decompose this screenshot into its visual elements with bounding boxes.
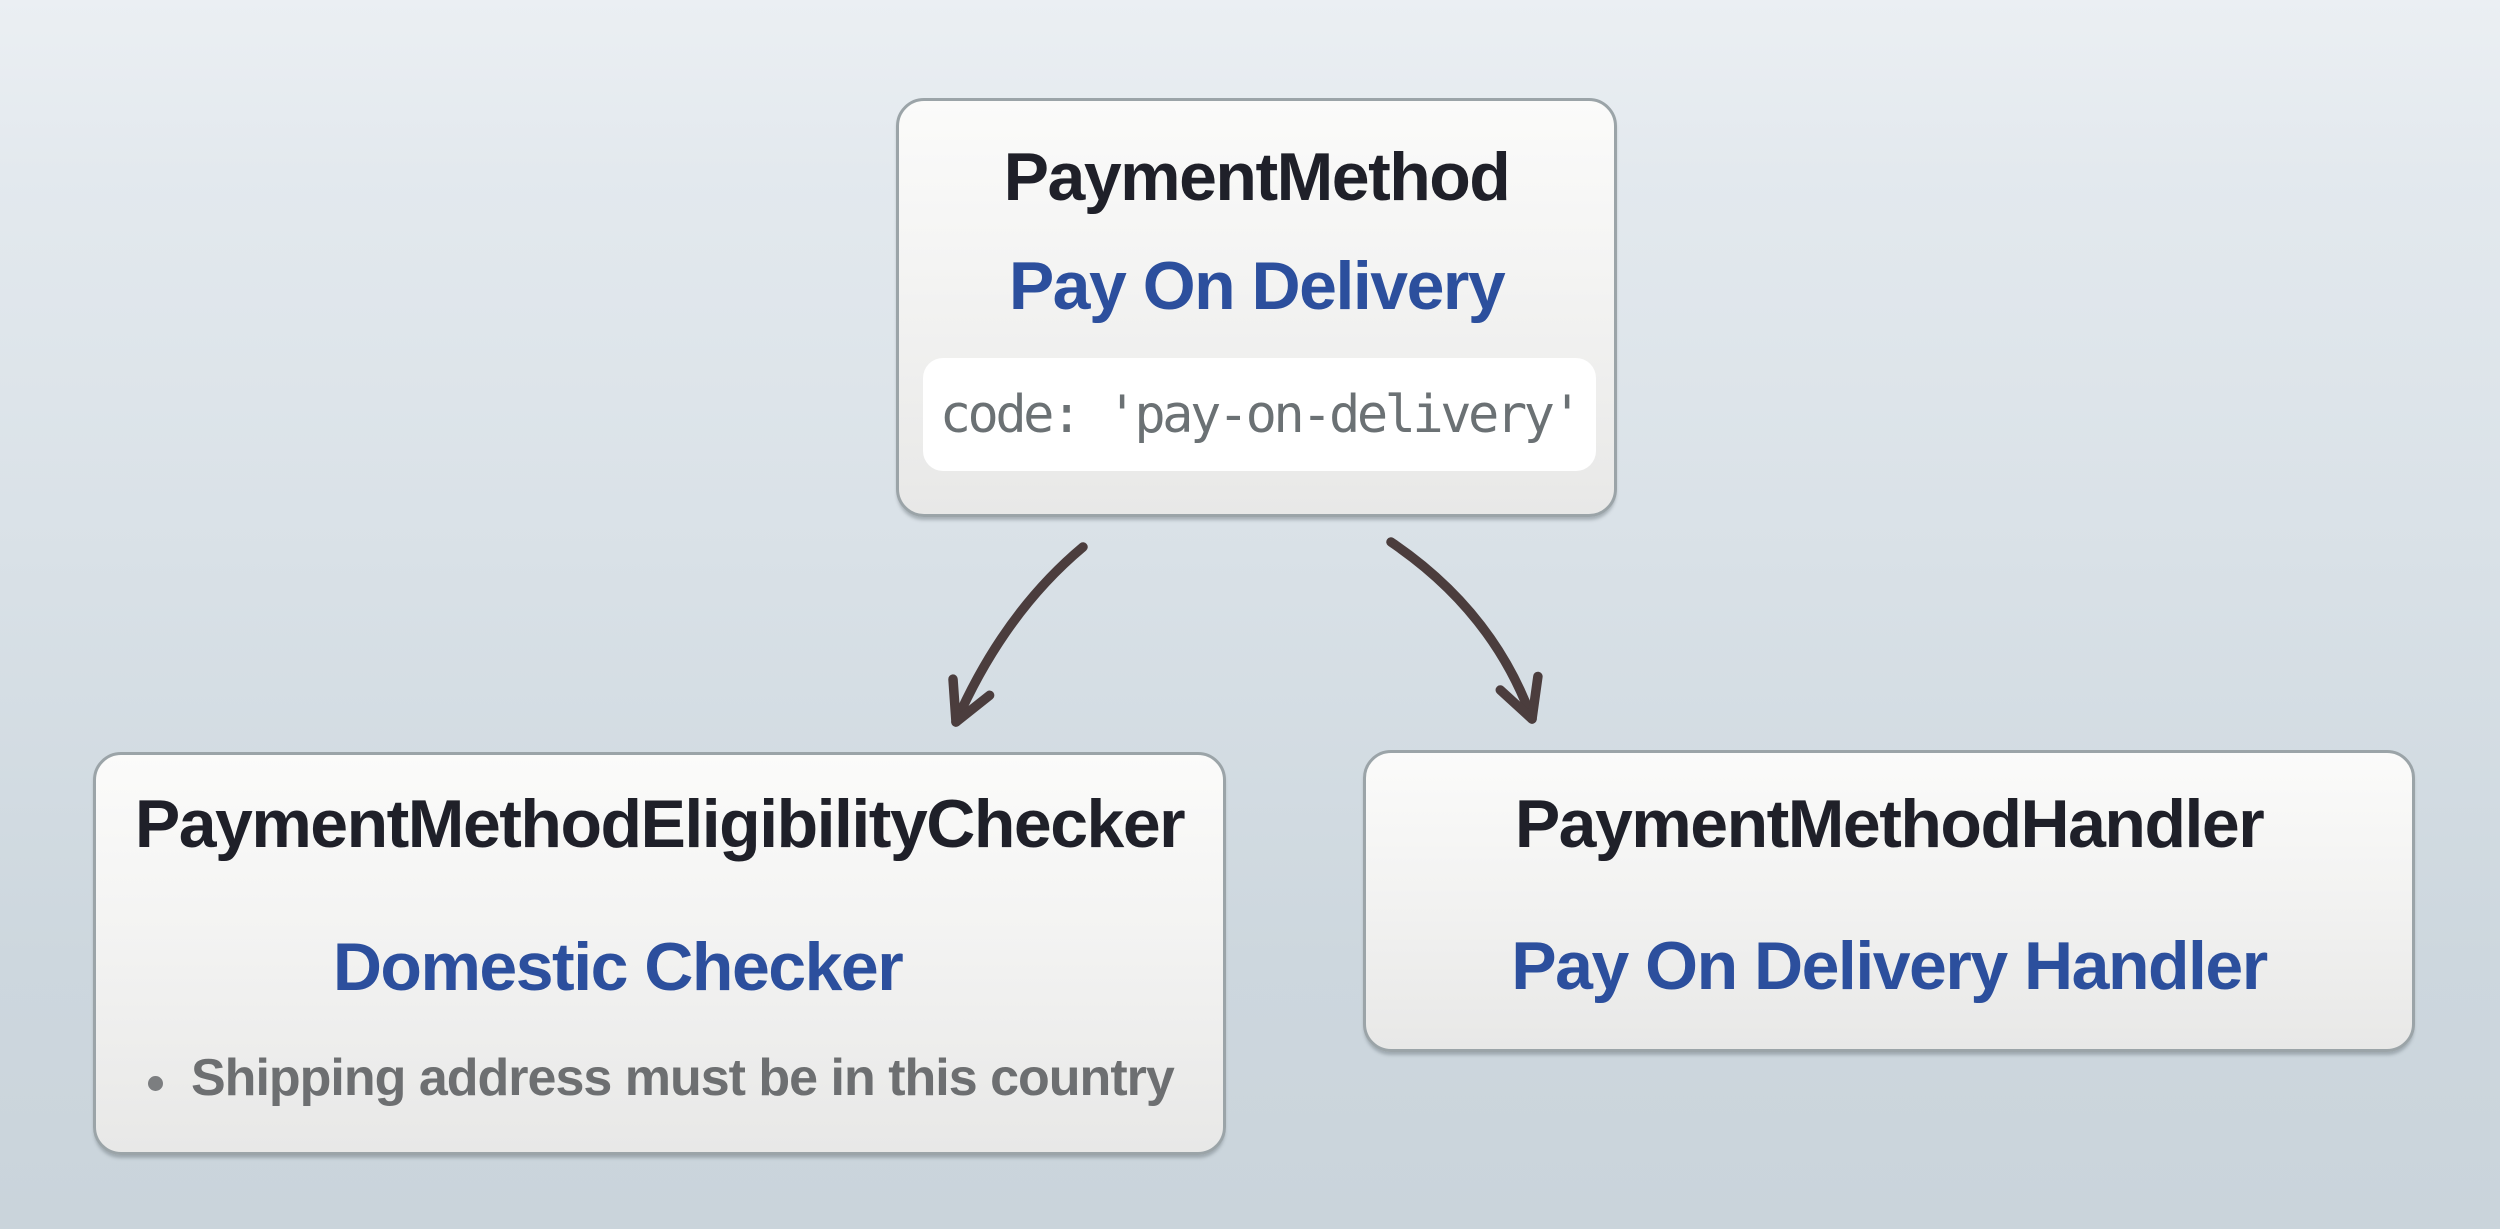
arrow-payment-to-handler <box>1386 537 1543 724</box>
eligibility-checker-display-name: Domestic Checker <box>332 929 904 1005</box>
bullet-dot <box>148 1076 163 1091</box>
handler-class-name: PaymentMethodHandler <box>1514 786 2265 862</box>
handler-node: PaymentMethodHandler Pay On Delivery Han… <box>1363 750 2415 1052</box>
eligibility-checker-node: PaymentMethodEligibilityChecker Domestic… <box>93 752 1226 1155</box>
eligibility-checker-class-name: PaymentMethodEligibilityChecker <box>134 786 1186 862</box>
payment-method-code-badge: code: 'pay-on-delivery' <box>923 358 1596 471</box>
arrow-payment-to-eligibility-checker <box>948 542 1088 727</box>
payment-method-code-text: code: 'pay-on-delivery' <box>939 384 1583 445</box>
eligibility-rule-text: Shipping address must be in this country <box>191 1049 1175 1107</box>
handler-display-name: Pay On Delivery Handler <box>1511 928 2268 1004</box>
payment-method-display-name: Pay On Delivery <box>1008 248 1506 324</box>
payment-method-class-name: PaymentMethod <box>1003 139 1511 215</box>
payment-method-node: PaymentMethod Pay On Delivery code: 'pay… <box>896 98 1617 517</box>
